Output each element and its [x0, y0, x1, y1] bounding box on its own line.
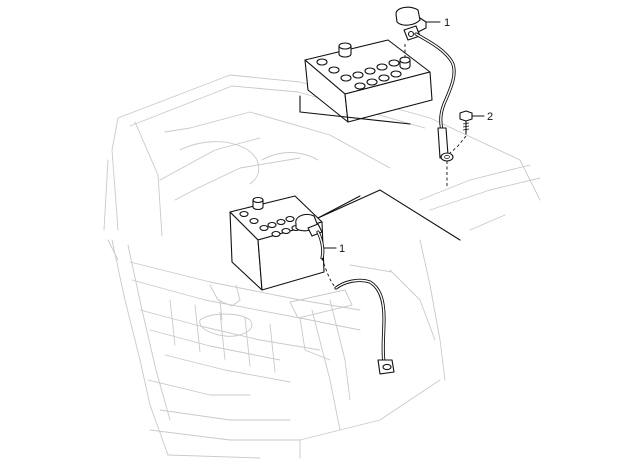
upper-battery-terminals	[338, 42, 411, 70]
upper-battery-caps	[316, 58, 402, 90]
ground-bolt	[449, 110, 473, 154]
upper-terminal-cover	[395, 6, 421, 26]
callout-label-bolt: 2	[487, 111, 493, 123]
callout-upper-cable: 1	[417, 17, 450, 33]
lower-battery	[229, 195, 325, 291]
callout-bolt: 2	[471, 111, 493, 123]
upper-ground-lug-eye	[440, 152, 454, 162]
lower-battery-terminals	[252, 196, 264, 211]
detail-projection-lines	[299, 95, 461, 241]
vehicle-body-outline	[103, 74, 541, 459]
callout-lower-cable: 1	[323, 243, 345, 255]
callout-label-upper-cable: 1	[444, 17, 450, 29]
upper-negative-cable	[395, 6, 456, 188]
lower-negative-cable	[307, 223, 395, 375]
upper-battery	[304, 39, 433, 123]
callout-label-lower-cable: 1	[339, 243, 345, 255]
